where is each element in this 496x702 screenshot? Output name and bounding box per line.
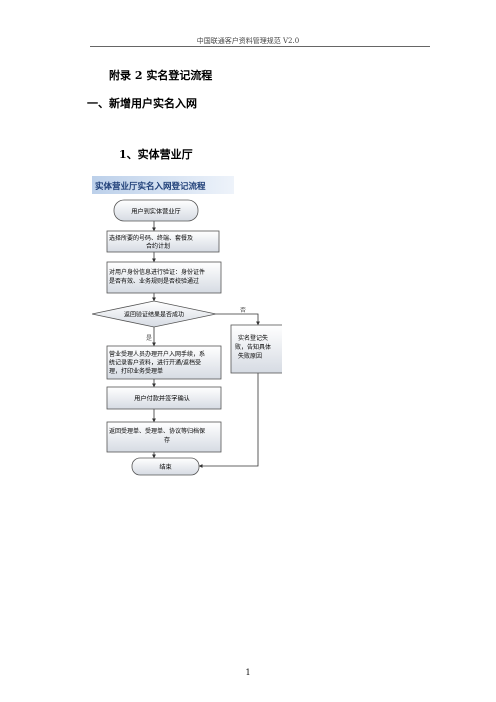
- flow-return-node: [106, 421, 222, 453]
- branch-label-no: 否: [240, 307, 246, 314]
- page-header: 中国联通客户资料管理规范 V2.0: [196, 37, 300, 45]
- flow-fail-line-2: 败，告知具体: [235, 343, 271, 351]
- flow-return-line-1: 返回受理单、受理单、协议等归档保: [109, 427, 205, 435]
- subsection-title: 1、实体营业厅: [119, 148, 193, 161]
- flow-decision-node: [92, 300, 217, 328]
- flow-fail-node: [230, 324, 282, 374]
- flow-select-node: [106, 230, 220, 253]
- flow-handle-node: [106, 345, 222, 380]
- flowchart-title-bar: [92, 176, 234, 194]
- flow-decision-label: 返回验证结果是否成功: [124, 311, 184, 319]
- flow-verify-line-2: 是否有效、业务规则是否校验通过: [109, 277, 199, 285]
- flow-start-label: 用户到实体营业厅: [131, 208, 181, 216]
- flowchart-connectors: [152, 221, 260, 468]
- flow-select-line-2: 合约计划: [146, 242, 170, 250]
- flow-handle-line-1: 营业受理人员办理开户入网手续，系: [109, 350, 205, 358]
- svg-text:返回受理单、受理单、协议等归档保 存: 返回受理单、受理单、协议等归档保 存: [109, 427, 207, 444]
- flow-select-line-1: 选择所要的号码、终端、套餐及: [109, 234, 193, 242]
- flowchart: 实体营业厅实名入网登记流程 是 否 用户到实体营业厅 选择所要的号码、终端、套餐…: [92, 176, 282, 476]
- flow-end-label: 结束: [159, 463, 171, 471]
- svg-text:营业受理人员办理开户入网手续，系 统记录客户资料，进: 营业受理人员办理开户入网手续，系 统记录客户资料，进行开通/返档受 理，打印业务…: [109, 350, 207, 375]
- flow-handle-line-2: 统记录客户资料，进行开通/返档受: [109, 359, 201, 367]
- flowchart-title: 实体营业厅实名入网登记流程: [95, 181, 206, 192]
- svg-text:选择所要的号码、终端、套餐及 合约计划: 选择所要的号码、终端、套餐及 合约计划: [109, 234, 195, 250]
- flow-fail-line-1: 实名登记失: [238, 334, 268, 342]
- flow-confirm-node: [106, 386, 222, 410]
- appendix-title: 附录 2 实名登记流程: [109, 69, 213, 82]
- flow-start-node: [113, 199, 199, 222]
- flow-confirm-label: 用户付款并签字确认: [134, 395, 190, 403]
- header-rule: [90, 46, 430, 47]
- branch-label-yes: 是: [146, 335, 152, 342]
- flow-fail-line-3: 失败原因: [238, 352, 262, 360]
- flow-return-line-2: 存: [164, 436, 170, 444]
- flow-verify-line-1: 对用户身份信息进行验证：身份证件: [109, 268, 205, 276]
- svg-text:实名登记失 败，告知具体 失败原因: 实名登记失 败，告知具体 失败原因: [235, 334, 273, 360]
- flow-end-node: [131, 457, 200, 476]
- flow-handle-line-3: 理，打印业务受理单: [109, 367, 163, 375]
- flow-verify-node: [106, 261, 222, 294]
- section-title: 一、新增用户实名入网: [87, 97, 197, 110]
- page-number: 1: [245, 668, 251, 677]
- svg-text:对用户身份信息进行验证：身份证件 是否有效、业务规则: 对用户身份信息进行验证：身份证件 是否有效、业务规则是否校验通过: [109, 268, 207, 285]
